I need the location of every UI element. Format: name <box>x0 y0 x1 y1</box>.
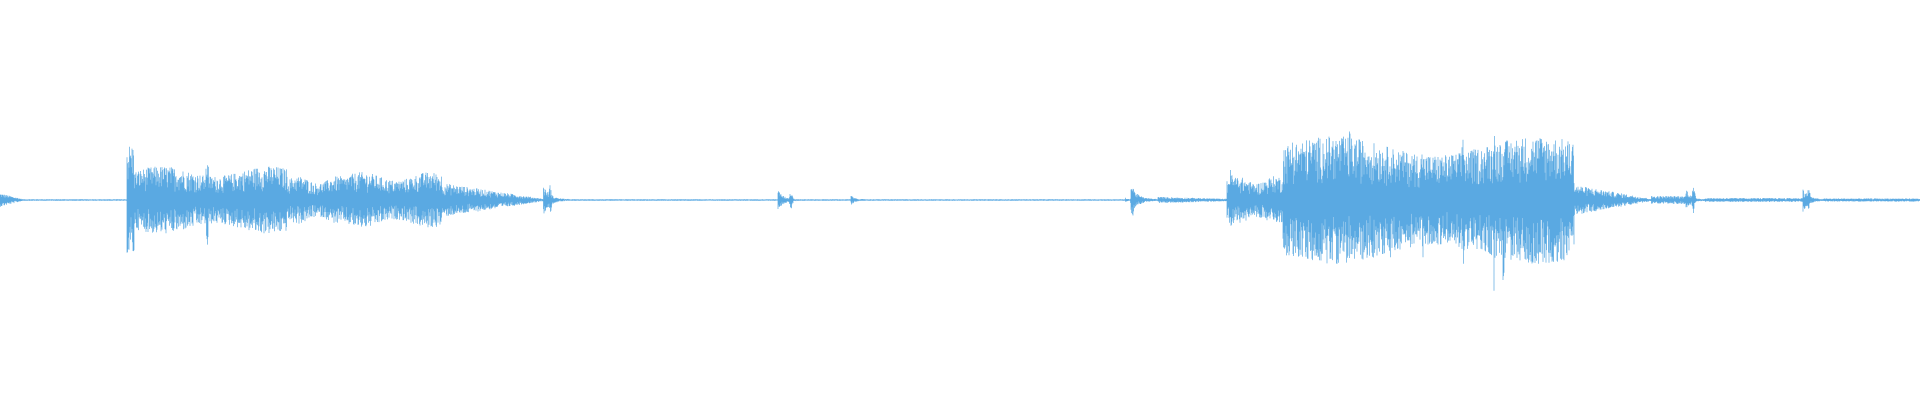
waveform-samples <box>0 131 1920 291</box>
waveform-path <box>0 131 1920 291</box>
